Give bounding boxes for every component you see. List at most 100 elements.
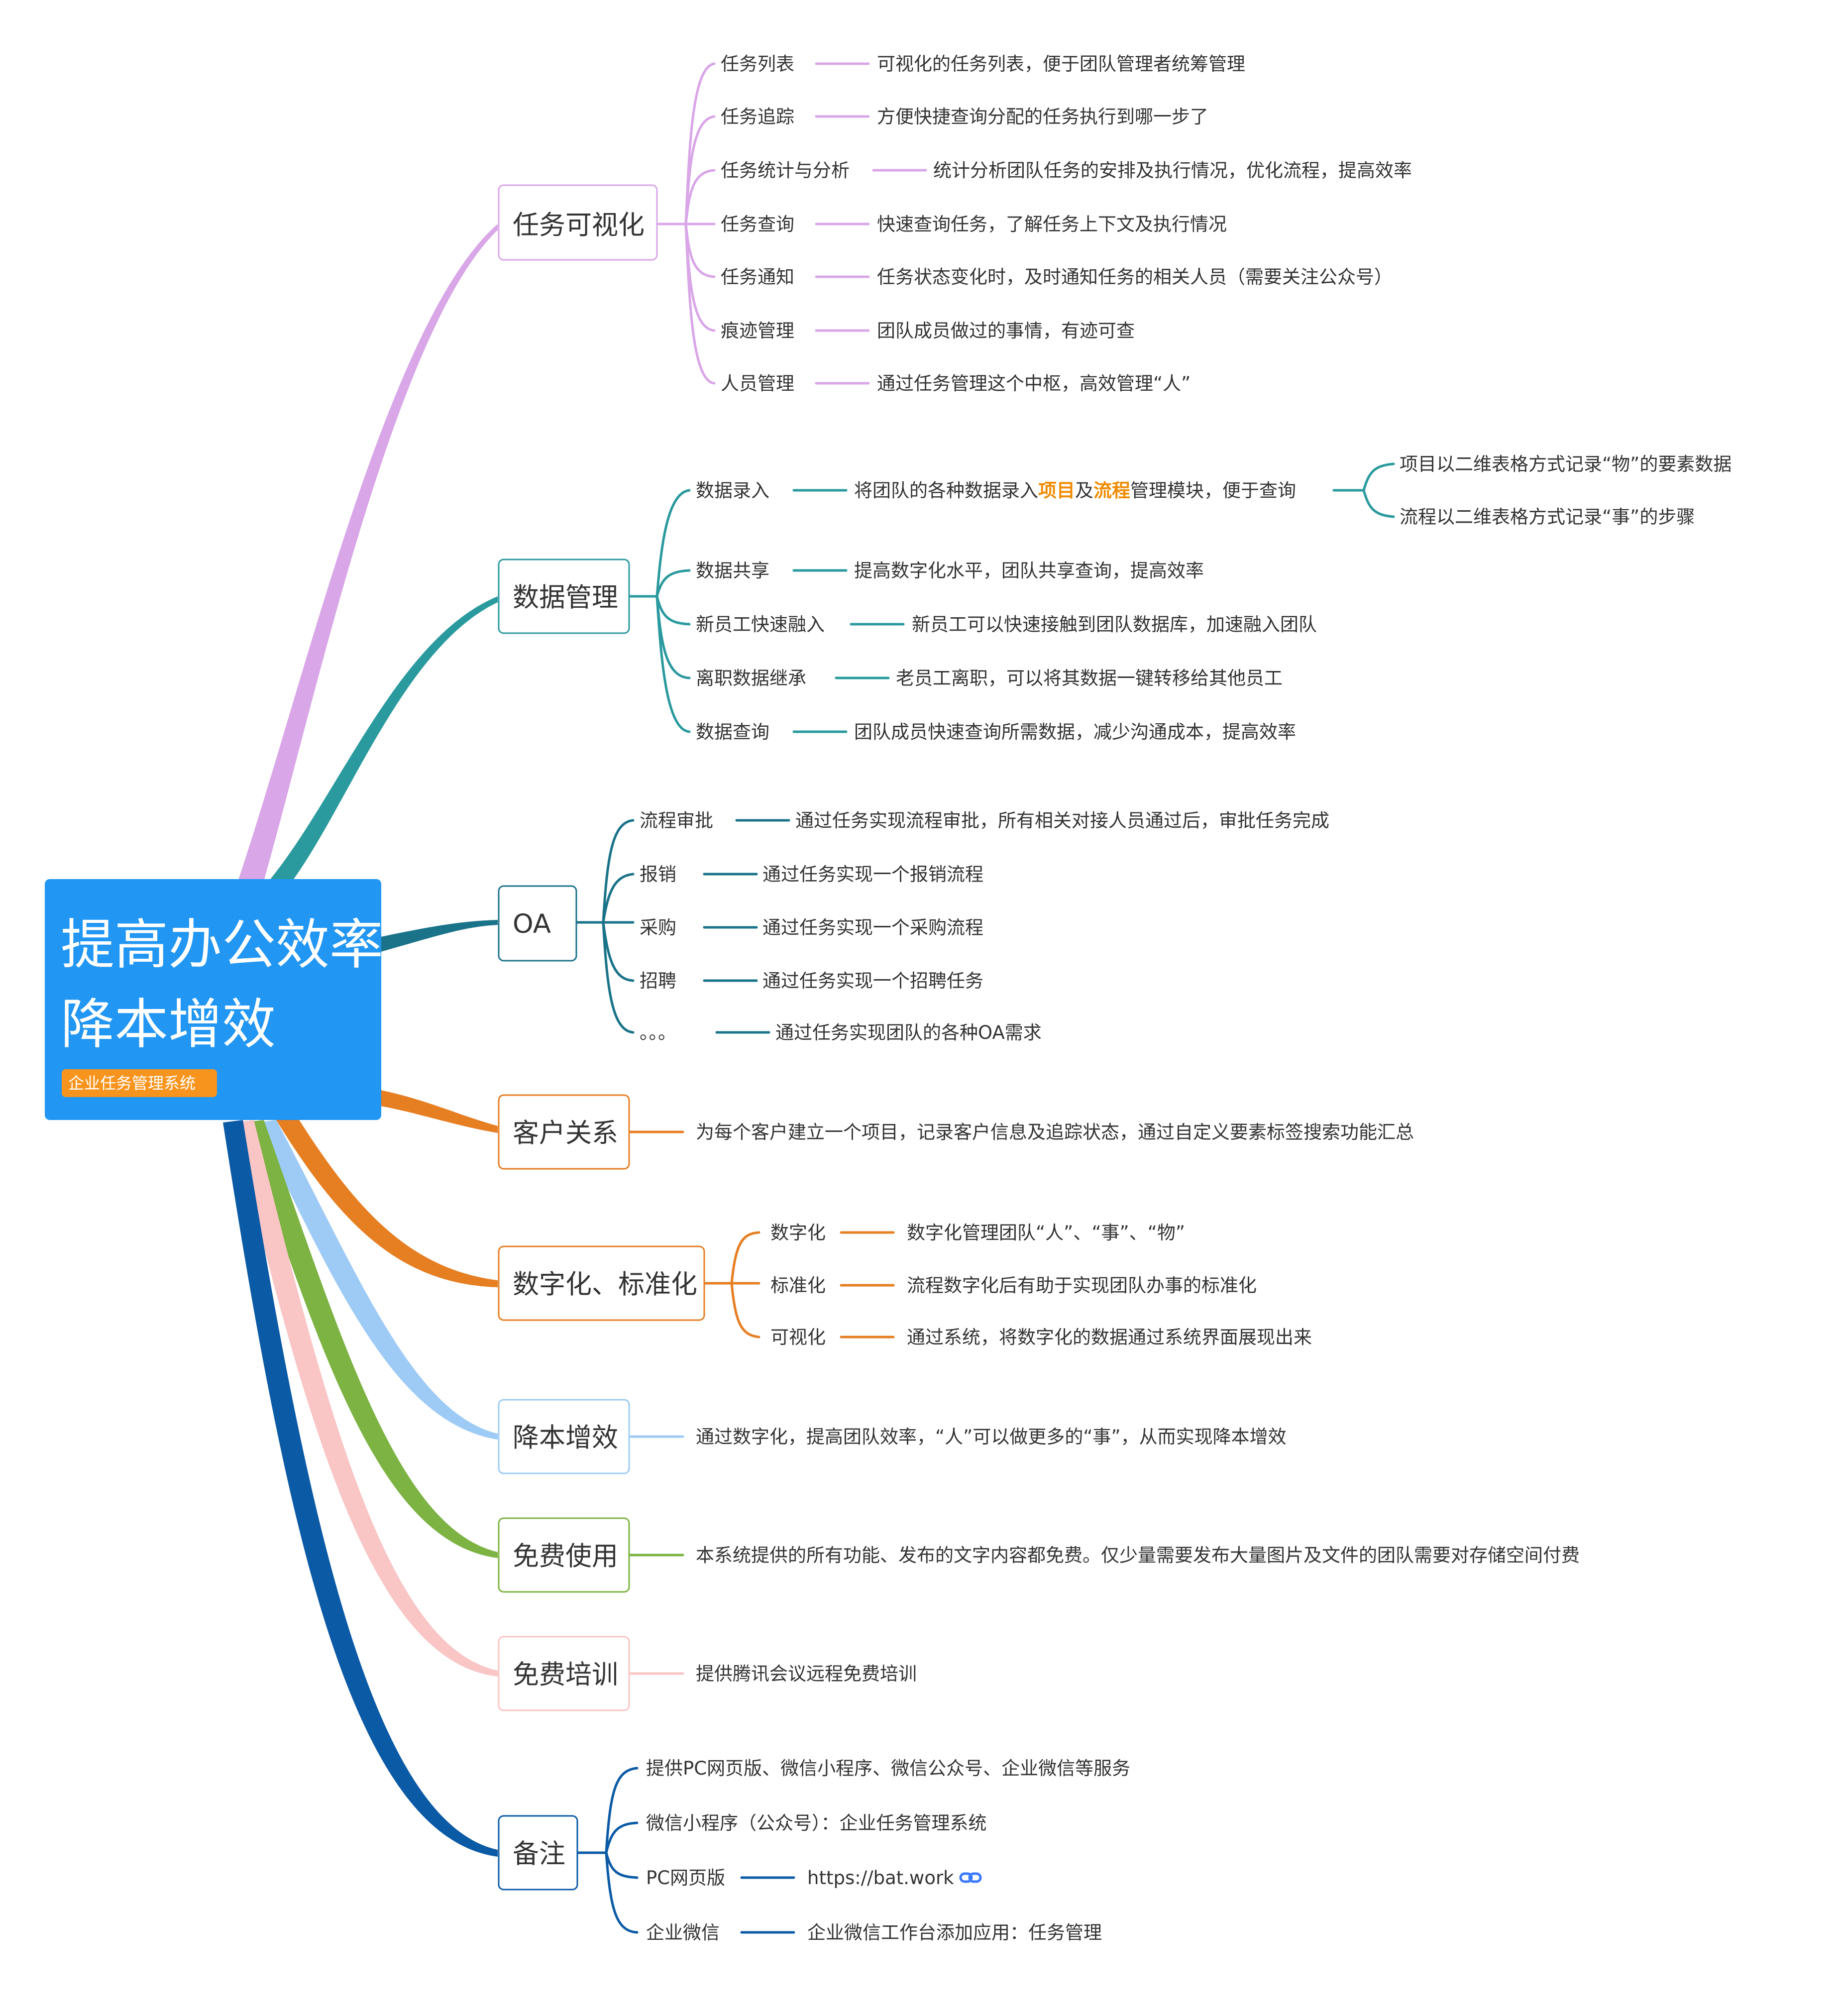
data-item-5-detail: 团队成员快速查询所需数据，减少沟通成本，提高效率 <box>854 721 1296 743</box>
notes-item-3-label: PC网页版 <box>646 1867 725 1889</box>
digital-item-3-label: 可视化 <box>770 1327 826 1348</box>
digital-item-2-label: 标准化 <box>770 1275 826 1296</box>
notes-item-2: 微信小程序（公众号）：企业任务管理系统 <box>646 1812 987 1834</box>
oa-item-5-label: 。。。 <box>640 1022 676 1043</box>
root-tag-text: 企业任务管理系统 <box>68 1074 196 1093</box>
crm-detail: 为每个客户建立一个项目，记录客户信息及追踪状态，通过自定义要素标签搜索功能汇总 <box>696 1121 1414 1143</box>
digital-connectors <box>703 1231 895 1339</box>
branch-notes: 备注 提供PC网页版、微信小程序、微信公众号、企业微信等服务 微信小程序（公众号… <box>498 1758 1130 1943</box>
data-item-3-detail: 新员工可以快速接触到团队数据库，加速融入团队 <box>912 614 1317 635</box>
branch-oa: OA 流程审批 通过任务实现流程审批，所有相关对接人员通过后，审批任务完成 报销… <box>498 810 1329 1043</box>
cost-detail: 通过数字化，提高团队效率，“人”可以做更多的“事”，从而实现降本增效 <box>696 1426 1287 1448</box>
data-item-3-label: 新员工快速融入 <box>696 614 825 635</box>
root-title-line1: 提高办公效率 <box>61 914 383 976</box>
oa-item-2-detail: 通过任务实现一个报销流程 <box>762 864 983 885</box>
visual-item-4-label: 任务查询 <box>721 214 794 235</box>
data-detail-part-5: 管理模块，便于查询 <box>1130 480 1296 501</box>
notes-item-4-label: 企业微信 <box>646 1922 720 1943</box>
notes-topic-box[interactable] <box>498 1815 578 1891</box>
branch-cost: 降本增效 通过数字化，提高团队效率，“人”可以做更多的“事”，从而实现降本增效 <box>498 1399 1287 1474</box>
data-detail-part-1: 将团队的各种数据录入 <box>854 480 1038 501</box>
visual-item-1-detail: 可视化的任务列表，便于团队管理者统筹管理 <box>877 53 1245 75</box>
oa-topic-box[interactable] <box>498 885 577 962</box>
digital-topic-label: 数字化、标准化 <box>513 1269 697 1300</box>
branch-line-training <box>233 1120 498 1677</box>
data-item-4-detail: 老员工离职，可以将其数据一键转移给其他员工 <box>896 668 1283 689</box>
training-detail: 提供腾讯会议远程免费培训 <box>696 1663 917 1684</box>
crm-topic-label: 客户关系 <box>513 1118 618 1148</box>
digital-item-1-detail: 数字化管理团队“人”、“事”、“物” <box>907 1222 1185 1243</box>
visual-topic-label: 任务可视化 <box>513 210 645 240</box>
training-topic-box[interactable] <box>498 1636 630 1711</box>
visual-topic-box[interactable] <box>498 184 658 261</box>
visual-item-7-label: 人员管理 <box>721 373 794 394</box>
data-item-4-label: 离职数据继承 <box>696 668 806 689</box>
notes-item-4-detail: 企业微信工作台添加应用：任务管理 <box>807 1922 1102 1943</box>
free-topic-label: 免费使用 <box>513 1541 618 1571</box>
visual-connectors <box>655 62 927 385</box>
visual-item-4-detail: 快速查询任务，了解任务上下文及执行情况 <box>877 214 1227 235</box>
root-box <box>45 879 381 1120</box>
visual-item-5-detail: 任务状态变化时，及时通知任务的相关人员（需要关注公众号） <box>877 266 1393 288</box>
branch-line-notes <box>223 1120 498 1857</box>
visual-item-3-detail: 统计分析团队任务的安排及执行情况，优化流程，提高效率 <box>933 160 1412 181</box>
oa-item-3-detail: 通过任务实现一个采购流程 <box>762 917 983 938</box>
free-topic-box[interactable] <box>498 1517 630 1593</box>
training-topic-label: 免费培训 <box>513 1660 618 1690</box>
branch-data: 数据管理 数据录入 将团队的各种数据录入项目及流程管理模块，便于查询 项目以二维… <box>498 453 1731 743</box>
data-item-5-label: 数据查询 <box>696 721 769 743</box>
branch-line-cost <box>256 1120 498 1440</box>
visual-item-3-label: 任务统计与分析 <box>721 160 850 181</box>
branch-line-crm <box>381 1090 498 1133</box>
data-topic-box[interactable] <box>498 559 630 634</box>
branch-line-data <box>269 596 498 886</box>
branch-line-visual <box>238 224 498 881</box>
root-node[interactable]: 提高办公效率 降本增效 企业任务管理系统 <box>45 879 383 1120</box>
visual-item-2-label: 任务追踪 <box>721 106 794 127</box>
data-item-1-detail: 将团队的各种数据录入项目及流程管理模块，便于查询 <box>854 480 1296 501</box>
notes-topic-label: 备注 <box>513 1839 565 1869</box>
root-title-line2: 降本增效 <box>61 994 276 1056</box>
branch-visual: 任务可视化 任务列表 可视化的任务列表，便于团队管理者统筹管理 任务追踪 方便快… <box>498 53 1412 394</box>
digital-topic-box[interactable] <box>498 1245 705 1321</box>
crm-topic-box[interactable] <box>498 1094 630 1170</box>
data-item-2-detail: 提高数字化水平，团队共享查询，提高效率 <box>854 560 1204 581</box>
oa-item-2-label: 报销 <box>640 864 676 885</box>
branch-training: 免费培训 提供腾讯会议远程免费培训 <box>498 1636 917 1711</box>
data-item-1-sub-1: 项目以二维表格方式记录“物”的要素数据 <box>1400 453 1731 475</box>
digital-item-1-label: 数字化 <box>770 1222 826 1243</box>
visual-item-5-label: 任务通知 <box>721 266 794 288</box>
visual-item-6-label: 痕迹管理 <box>721 320 794 341</box>
cost-topic-box[interactable] <box>498 1399 630 1474</box>
data-item-2-label: 数据共享 <box>696 560 769 581</box>
oa-item-4-detail: 通过任务实现一个招聘任务 <box>762 970 983 992</box>
branch-line-digital <box>276 1115 498 1287</box>
branch-line-free <box>243 1120 498 1558</box>
branch-free: 免费使用 本系统提供的所有功能、发布的文字内容都免费。仅少量需要发布大量图片及文… <box>498 1517 1580 1593</box>
branch-crm: 客户关系 为每个客户建立一个项目，记录客户信息及追踪状态，通过自定义要素标签搜索… <box>498 1094 1414 1170</box>
oa-item-4-label: 招聘 <box>640 970 676 992</box>
oa-item-3-label: 采购 <box>640 917 676 938</box>
data-connectors <box>628 462 1395 733</box>
link-icon[interactable] <box>959 1872 982 1883</box>
visual-item-1-label: 任务列表 <box>721 53 794 75</box>
visual-item-7-detail: 通过任务管理这个中枢，高效管理“人” <box>877 373 1190 394</box>
notes-connectors <box>576 1767 795 1934</box>
main-branches <box>223 224 498 1857</box>
oa-item-1-detail: 通过任务实现流程审批，所有相关对接人员通过后，审批任务完成 <box>795 810 1329 831</box>
oa-connectors <box>575 819 790 1034</box>
cost-topic-label: 降本增效 <box>513 1423 618 1453</box>
notes-item-3-link[interactable]: https://bat.work <box>807 1867 954 1889</box>
data-item-1-label: 数据录入 <box>696 480 769 501</box>
data-topic-label: 数据管理 <box>513 582 618 613</box>
notes-item-1: 提供PC网页版、微信小程序、微信公众号、企业微信等服务 <box>646 1758 1130 1779</box>
free-detail: 本系统提供的所有功能、发布的文字内容都免费。仅少量需要发布大量图片及文件的团队需… <box>696 1545 1580 1566</box>
root-tag-badge <box>62 1069 217 1097</box>
branch-line-oa <box>381 920 498 952</box>
branch-digital: 数字化、标准化 数字化 数字化管理团队“人”、“事”、“物” 标准化 流程数字化… <box>498 1222 1312 1348</box>
data-item-1-sub-2: 流程以二维表格方式记录“事”的步骤 <box>1400 506 1695 528</box>
data-detail-highlight-process: 流程 <box>1093 480 1130 501</box>
oa-topic-label: OA <box>513 909 551 939</box>
oa-item-5-detail: 通过任务实现团队的各种OA需求 <box>775 1022 1042 1043</box>
